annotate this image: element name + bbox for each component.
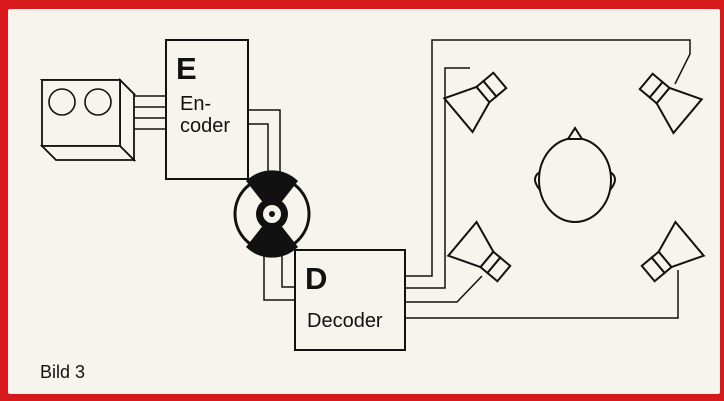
decoder-to-speaker-wires (405, 39, 691, 319)
speaker-icon (640, 220, 706, 283)
encoder-label-line1: En- (180, 93, 211, 115)
decoder-letter: D (305, 261, 327, 296)
tape-to-encoder-wires (134, 95, 166, 130)
decoder-label: Decoder (307, 310, 383, 332)
figure-caption: Bild 3 (40, 362, 85, 382)
encoder-label-line2: coder (180, 115, 230, 137)
record-disc-icon (233, 170, 311, 258)
encoder-letter: E (176, 51, 197, 86)
record-to-decoder-wires (263, 251, 295, 301)
tape-recorder-icon (39, 77, 137, 163)
encoder-to-record-wires (248, 109, 281, 182)
encoder-box: E En- coder (165, 39, 249, 180)
speaker-icon (446, 220, 512, 283)
listener-head-icon (534, 126, 616, 223)
speaker-icon (442, 71, 508, 134)
decoder-box: D Decoder (294, 249, 406, 351)
speaker-icon (638, 72, 704, 135)
